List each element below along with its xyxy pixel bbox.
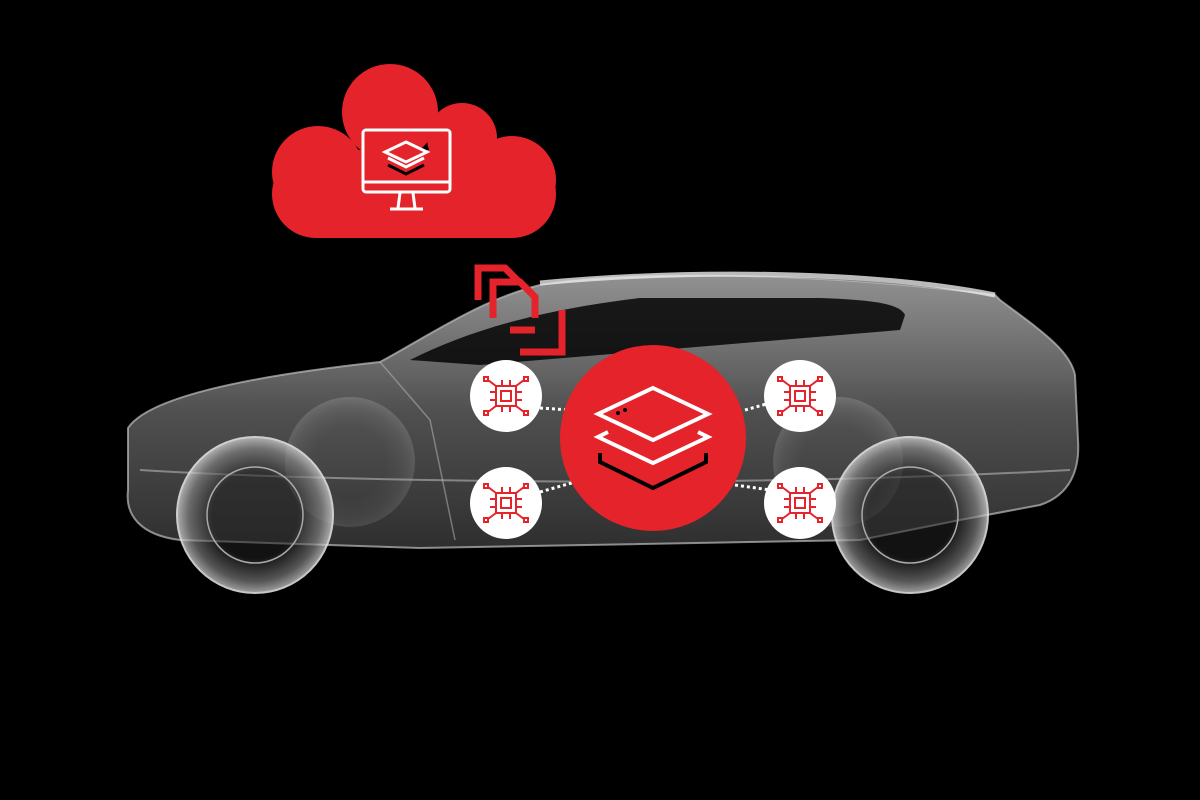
chip-icon: [777, 376, 823, 416]
layers-icon: [593, 385, 713, 491]
chip-node: [470, 467, 542, 539]
monitor-layers-icon: [361, 128, 452, 211]
cloud-icon: [272, 64, 556, 238]
chip-node: [764, 360, 836, 432]
chip-icon: [483, 376, 529, 416]
chip-node: [764, 467, 836, 539]
hub-node: [560, 345, 746, 531]
chip-icon: [777, 483, 823, 523]
chevron-brackets-icon: [474, 264, 566, 356]
chip-icon: [483, 483, 529, 523]
chip-node: [470, 360, 542, 432]
